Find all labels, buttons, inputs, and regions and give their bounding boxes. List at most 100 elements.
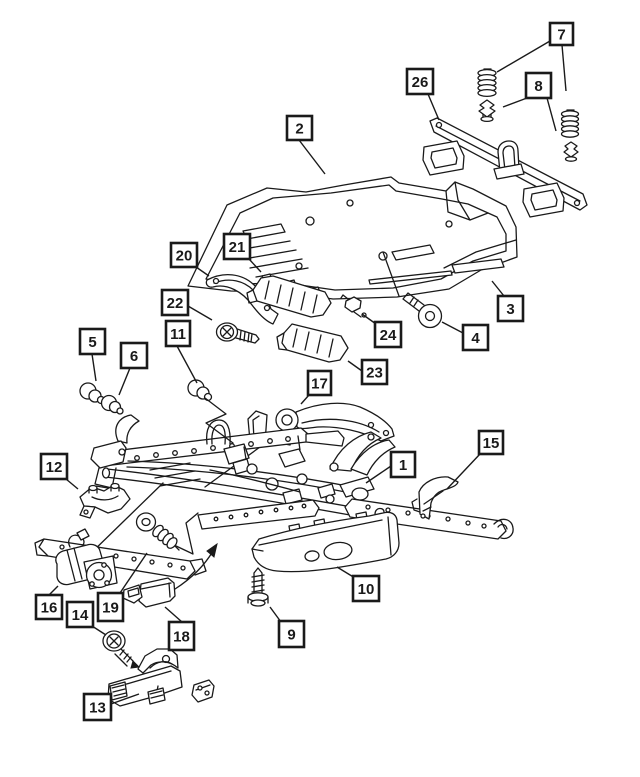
callout-box[interactable] bbox=[169, 241, 199, 269]
callout-box[interactable] bbox=[65, 600, 95, 629]
screw-22-part bbox=[215, 322, 260, 344]
callout-number: 2 bbox=[295, 121, 303, 138]
callout-7[interactable]: 7 bbox=[496, 21, 575, 92]
callout-number: 15 bbox=[483, 435, 500, 452]
leader-line bbox=[361, 313, 377, 325]
leader-line bbox=[347, 360, 363, 372]
callout-box[interactable] bbox=[160, 288, 190, 317]
callout-8[interactable]: 8 bbox=[502, 71, 557, 132]
leader-line bbox=[446, 453, 481, 490]
leader-line bbox=[427, 93, 440, 121]
callout-box[interactable] bbox=[477, 429, 505, 456]
callout-box[interactable] bbox=[389, 450, 417, 479]
callout-box[interactable] bbox=[351, 574, 381, 603]
callout-number: 21 bbox=[229, 239, 246, 256]
callout-number: 7 bbox=[557, 27, 565, 44]
callout-12[interactable]: 12 bbox=[39, 452, 79, 490]
callout-4[interactable]: 4 bbox=[441, 321, 490, 352]
callout-number: 12 bbox=[46, 459, 63, 476]
grommet-6-part bbox=[100, 394, 124, 415]
callout-3[interactable]: 3 bbox=[491, 280, 525, 323]
callout-box[interactable] bbox=[222, 232, 252, 261]
callout-1[interactable]: 1 bbox=[365, 450, 417, 484]
callout-19[interactable]: 19 bbox=[96, 552, 148, 623]
coil-spring-part-b bbox=[560, 109, 580, 138]
grommet-11-part bbox=[187, 379, 213, 402]
leader-line bbox=[110, 693, 140, 705]
callout-box[interactable] bbox=[360, 358, 389, 386]
hex-screw-part bbox=[247, 567, 269, 607]
leader-line bbox=[164, 606, 183, 623]
callout-number: 26 bbox=[412, 74, 429, 91]
callout-22[interactable]: 22 bbox=[160, 288, 213, 321]
callout-number: 16 bbox=[41, 600, 58, 617]
callout-18[interactable]: 18 bbox=[164, 606, 196, 652]
leader-line bbox=[496, 40, 551, 73]
callout-box[interactable] bbox=[164, 319, 192, 348]
leader-line bbox=[176, 345, 198, 384]
callout-21[interactable]: 21 bbox=[222, 232, 262, 273]
callout-number: 23 bbox=[366, 365, 383, 382]
callout-box[interactable] bbox=[496, 294, 525, 323]
trim-strip-part bbox=[368, 258, 505, 285]
callout-number: 14 bbox=[72, 607, 89, 624]
leader-line bbox=[491, 280, 505, 297]
callout-17[interactable]: 17 bbox=[300, 369, 333, 405]
leader-line bbox=[91, 625, 107, 636]
callout-box[interactable] bbox=[548, 21, 575, 47]
callout-box[interactable] bbox=[34, 593, 64, 621]
callout-9[interactable]: 9 bbox=[269, 606, 306, 649]
callout-box[interactable] bbox=[405, 67, 435, 96]
callout-box[interactable] bbox=[39, 452, 69, 481]
callout-box[interactable] bbox=[524, 71, 553, 100]
leader-line bbox=[502, 97, 528, 108]
callout-24[interactable]: 24 bbox=[361, 313, 403, 349]
callout-5[interactable]: 5 bbox=[78, 327, 107, 382]
leader-line bbox=[441, 321, 464, 334]
leader-line bbox=[119, 552, 148, 594]
callout-2[interactable]: 2 bbox=[285, 114, 326, 175]
callout-box[interactable] bbox=[78, 327, 107, 356]
callout-box[interactable] bbox=[373, 320, 403, 349]
leader-line bbox=[48, 585, 59, 596]
callout-number: 3 bbox=[506, 301, 514, 318]
leader-line bbox=[187, 305, 213, 321]
callout-box[interactable] bbox=[461, 323, 490, 352]
callout-23[interactable]: 23 bbox=[347, 358, 389, 386]
retainer-clip-part bbox=[340, 294, 367, 318]
callout-16[interactable]: 16 bbox=[34, 585, 64, 621]
callout-15[interactable]: 15 bbox=[446, 429, 505, 490]
push-pin-retainer-part-b bbox=[563, 141, 579, 162]
callout-number: 19 bbox=[102, 600, 119, 617]
leader-line bbox=[300, 394, 310, 405]
callout-number: 11 bbox=[170, 326, 186, 343]
callout-13[interactable]: 13 bbox=[82, 692, 140, 722]
callout-14[interactable]: 14 bbox=[65, 600, 107, 636]
callout-box[interactable] bbox=[285, 114, 314, 142]
callout-box[interactable] bbox=[306, 369, 333, 397]
callout-6[interactable]: 6 bbox=[118, 341, 149, 396]
pan-screw-part bbox=[102, 630, 141, 669]
callout-number: 18 bbox=[173, 629, 190, 646]
locator-lines bbox=[204, 251, 400, 444]
callout-20[interactable]: 20 bbox=[169, 241, 210, 277]
callout-number: 13 bbox=[89, 700, 106, 717]
mount-bracket-part bbox=[79, 482, 131, 519]
callout-box[interactable] bbox=[119, 341, 149, 370]
callout-number: 9 bbox=[287, 627, 295, 644]
callout-11[interactable]: 11 bbox=[164, 319, 198, 384]
leader-line bbox=[546, 97, 557, 132]
leader-line bbox=[91, 353, 97, 382]
callout-box[interactable] bbox=[277, 619, 306, 649]
callout-box[interactable] bbox=[167, 620, 196, 652]
callout-number: 4 bbox=[471, 330, 480, 347]
callout-box[interactable] bbox=[82, 692, 113, 722]
callout-10[interactable]: 10 bbox=[336, 566, 381, 603]
leader-line bbox=[561, 44, 567, 92]
ribbed-shield-part bbox=[276, 323, 349, 363]
callout-box[interactable] bbox=[96, 591, 125, 623]
callout-26[interactable]: 26 bbox=[405, 67, 440, 121]
